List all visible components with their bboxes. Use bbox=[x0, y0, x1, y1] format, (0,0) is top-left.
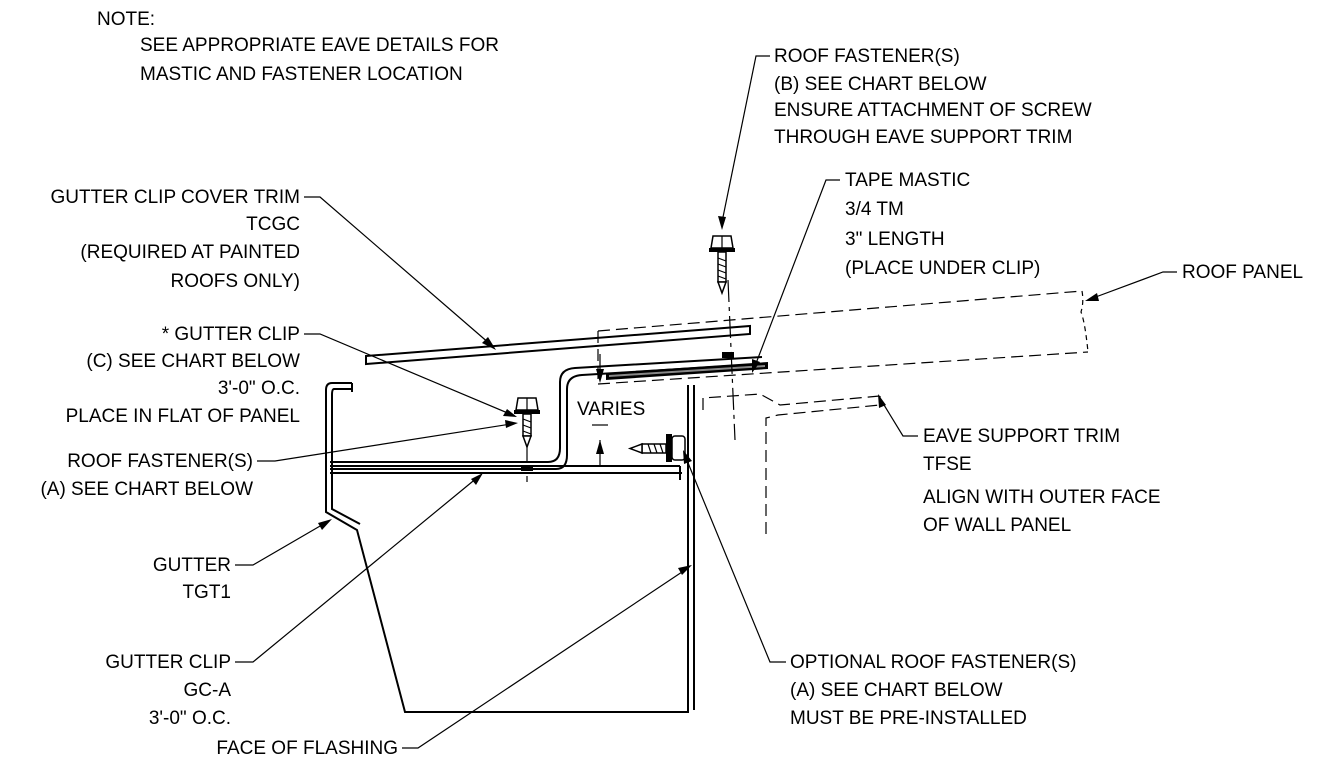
label-line: OF WALL PANEL bbox=[923, 515, 1071, 536]
gutter-tgt1 bbox=[325, 382, 695, 713]
label-line: PLACE IN FLAT OF PANEL bbox=[66, 406, 300, 427]
label-optional-roof-fastener: OPTIONAL ROOF FASTENER(S) (A) SEE CHART … bbox=[790, 652, 1076, 729]
eave-support-trim bbox=[702, 393, 881, 534]
label-gutter-clip-cover-trim: GUTTER CLIP COVER TRIM TCGC (REQUIRED AT… bbox=[51, 187, 301, 292]
label-line: TAPE MASTIC bbox=[845, 170, 970, 191]
label-line: 3" LENGTH bbox=[845, 229, 945, 250]
note-heading: NOTE: bbox=[97, 9, 155, 30]
note-line: MASTIC AND FASTENER LOCATION bbox=[140, 64, 463, 85]
label-tape-mastic: TAPE MASTIC 3/4 TM 3" LENGTH (PLACE UNDE… bbox=[845, 170, 1040, 279]
label-varies: VARIES bbox=[577, 399, 645, 420]
label-line: 3'-0" O.C. bbox=[149, 708, 231, 729]
label-line: ROOF FASTENER(S) bbox=[67, 451, 253, 472]
label-roof-fastener-a: ROOF FASTENER(S) (A) SEE CHART BELOW bbox=[40, 451, 253, 500]
gutter-clip-gca bbox=[330, 465, 682, 480]
label-line: ALIGN WITH OUTER FACE bbox=[923, 487, 1161, 508]
label-line: ROOF FASTENER(S) bbox=[774, 46, 960, 67]
fastener-tick-marks bbox=[521, 352, 734, 471]
label-roof-panel: ROOF PANEL bbox=[1182, 262, 1303, 283]
label-gutter-clip-gca: GUTTER CLIP GC-A 3'-0" O.C. bbox=[105, 652, 231, 729]
gutter-clip-cover-trim bbox=[365, 324, 751, 366]
label-line: (A) SEE CHART BELOW bbox=[790, 680, 1003, 701]
gutter-clip-c bbox=[330, 356, 763, 470]
label-face-of-flashing: FACE OF FLASHING bbox=[216, 738, 398, 759]
optional-roof-fastener bbox=[627, 434, 686, 462]
label-line: OPTIONAL ROOF FASTENER(S) bbox=[790, 652, 1076, 673]
label-line: MUST BE PRE-INSTALLED bbox=[790, 708, 1027, 729]
label-line: 3'-0" O.C. bbox=[218, 378, 300, 399]
label-line: GC-A bbox=[184, 680, 232, 701]
label-line: GUTTER CLIP bbox=[105, 652, 231, 673]
note-line: SEE APPROPRIATE EAVE DETAILS FOR bbox=[140, 35, 499, 56]
label-gutter-clip-c: * GUTTER CLIP (C) SEE CHART BELOW 3'-0" … bbox=[66, 324, 300, 427]
general-note: NOTE: SEE APPROPRIATE EAVE DETAILS FOR M… bbox=[97, 9, 499, 85]
varies-dimension bbox=[592, 354, 608, 466]
label-line: * GUTTER CLIP bbox=[162, 324, 300, 345]
label-line: GUTTER bbox=[153, 555, 231, 576]
label-line: VARIES bbox=[577, 399, 645, 420]
label-line: (C) SEE CHART BELOW bbox=[86, 351, 300, 372]
label-line: ENSURE ATTACHMENT OF SCREW bbox=[774, 100, 1092, 121]
label-line: 3/4 TM bbox=[845, 199, 904, 220]
label-line: (B) SEE CHART BELOW bbox=[774, 74, 987, 95]
roof-fastener-a bbox=[514, 397, 540, 450]
centerlines bbox=[526, 279, 736, 482]
roof-fastener-b bbox=[709, 235, 735, 296]
label-line: GUTTER CLIP COVER TRIM bbox=[51, 187, 301, 208]
label-line: EAVE SUPPORT TRIM bbox=[923, 426, 1120, 447]
label-line: TCGC bbox=[246, 214, 300, 235]
label-eave-support-trim: EAVE SUPPORT TRIM TFSE ALIGN WITH OUTER … bbox=[923, 426, 1161, 536]
leader-lines bbox=[235, 55, 1177, 749]
label-line: ROOFS ONLY) bbox=[171, 271, 301, 292]
label-line: (A) SEE CHART BELOW bbox=[40, 479, 253, 500]
label-line: TFSE bbox=[923, 454, 972, 475]
label-line: FACE OF FLASHING bbox=[216, 738, 398, 759]
label-line: THROUGH EAVE SUPPORT TRIM bbox=[774, 127, 1072, 148]
label-gutter: GUTTER TGT1 bbox=[153, 555, 231, 603]
label-line: (PLACE UNDER CLIP) bbox=[845, 258, 1040, 279]
label-roof-fastener-b: ROOF FASTENER(S) (B) SEE CHART BELOW ENS… bbox=[774, 46, 1092, 148]
label-line: (REQUIRED AT PAINTED bbox=[80, 242, 300, 263]
label-line: TGT1 bbox=[182, 582, 231, 603]
label-line: ROOF PANEL bbox=[1182, 262, 1303, 283]
